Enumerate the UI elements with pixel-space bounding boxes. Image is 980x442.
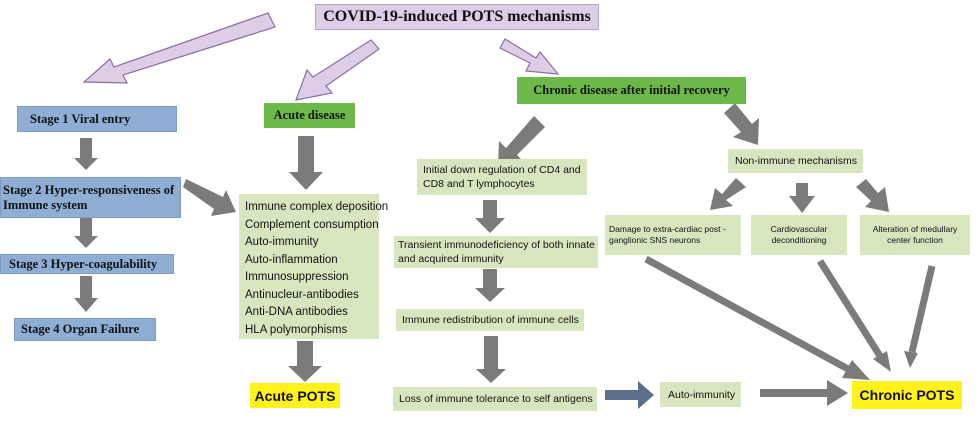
stage-1-label: Stage 1 Viral entry <box>30 111 131 126</box>
stage2-to-acute-arrow <box>183 179 236 216</box>
sns-damage-label: Damage to extra-cardiac post - ganglioni… <box>609 223 726 246</box>
stage-arrows <box>74 138 98 312</box>
converging-arrows <box>644 255 936 373</box>
immune-redistribution-box: Immune redistribution of immune cells <box>396 309 584 331</box>
autoimmunity-to-chronic-arrow <box>760 380 848 406</box>
loss-to-autoimmunity-arrow <box>605 381 654 409</box>
cardiovascular-label: Cardiovascular deconditioning <box>770 223 828 246</box>
medullary-label: Alteration of medullary center function <box>872 223 958 246</box>
acute-item: Immunosuppression <box>245 271 349 283</box>
chronic-immune-arrows <box>475 116 545 383</box>
auto-immunity-box: Auto-immunity <box>660 382 741 407</box>
acute-item: HLA polymorphisms <box>245 323 348 336</box>
acute-item: Complement consumption <box>245 218 379 231</box>
down-regulation-label: Initial down regulation of CD4 and CD8 a… <box>423 164 581 190</box>
diagram-title-text: COVID-19-induced POTS mechanisms <box>323 8 591 25</box>
non-immune-box: Non-immune mechanisms <box>728 149 863 173</box>
title-arrow-left <box>82 12 276 84</box>
chronic-pots-label: Chronic POTS <box>859 387 955 403</box>
stage-2-box: Stage 2 Hyper-responsiveness of Immune s… <box>0 177 181 218</box>
acute-mechanisms-box: Immune complex deposition Complement con… <box>239 194 389 339</box>
acute-item: Anti-DNA antibodies <box>245 306 348 318</box>
down-regulation-box: Initial down regulation of CD4 and CD8 a… <box>417 159 587 195</box>
acute-item: Auto-immunity <box>245 236 319 248</box>
acute-disease-label: Acute disease <box>273 108 346 122</box>
stage-1-box: Stage 1 Viral entry <box>17 106 177 132</box>
acute-arrows <box>288 136 323 382</box>
sns-damage-box: Damage to extra-cardiac post - ganglioni… <box>605 215 741 255</box>
title-arrow-right <box>499 38 560 75</box>
converging-arrowheads <box>842 351 918 380</box>
stage-3-box: Stage 3 Hyper-coagulability <box>0 254 174 274</box>
stage-4-box: Stage 4 Organ Failure <box>14 318 156 341</box>
acute-item: Auto-inflammation <box>245 253 338 266</box>
transient-immunodeficiency-label: Transient immunodeficiency of both innat… <box>398 239 595 265</box>
medullary-box: Alteration of medullary center function <box>860 215 970 255</box>
cardiovascular-box: Cardiovascular deconditioning <box>751 215 847 255</box>
non-immune-label: Non-immune mechanisms <box>735 155 857 167</box>
acute-pots-box: Acute POTS <box>250 383 340 408</box>
stage-3-label: Stage 3 Hyper-coagulability <box>9 256 158 271</box>
immune-redistribution-label: Immune redistribution of immune cells <box>402 314 579 326</box>
diagram-title: COVID-19-induced POTS mechanisms <box>315 4 599 30</box>
acute-item: Antinucleur-antibodies <box>245 288 359 301</box>
transient-immunodeficiency-box: Transient immunodeficiency of both innat… <box>394 236 598 268</box>
chronic-disease-label: Chronic disease after initial recovery <box>533 83 730 97</box>
title-arrow-middle <box>295 39 380 101</box>
acute-item: Immune complex deposition <box>245 201 389 213</box>
loss-of-tolerance-box: Loss of immune tolerance to self antigen… <box>393 387 597 411</box>
chronic-disease-box: Chronic disease after initial recovery <box>517 77 746 104</box>
stage-2-label: Stage 2 Hyper-responsiveness of Immune s… <box>3 182 175 212</box>
non-immune-arrows <box>710 103 889 213</box>
acute-pots-label: Acute POTS <box>254 387 336 404</box>
auto-immunity-label: Auto-immunity <box>668 388 736 401</box>
stage-4-label: Stage 4 Organ Failure <box>21 322 140 336</box>
loss-of-tolerance-label: Loss of immune tolerance to self antigen… <box>399 393 593 405</box>
chronic-pots-box: Chronic POTS <box>852 381 962 409</box>
acute-disease-box: Acute disease <box>264 103 355 128</box>
